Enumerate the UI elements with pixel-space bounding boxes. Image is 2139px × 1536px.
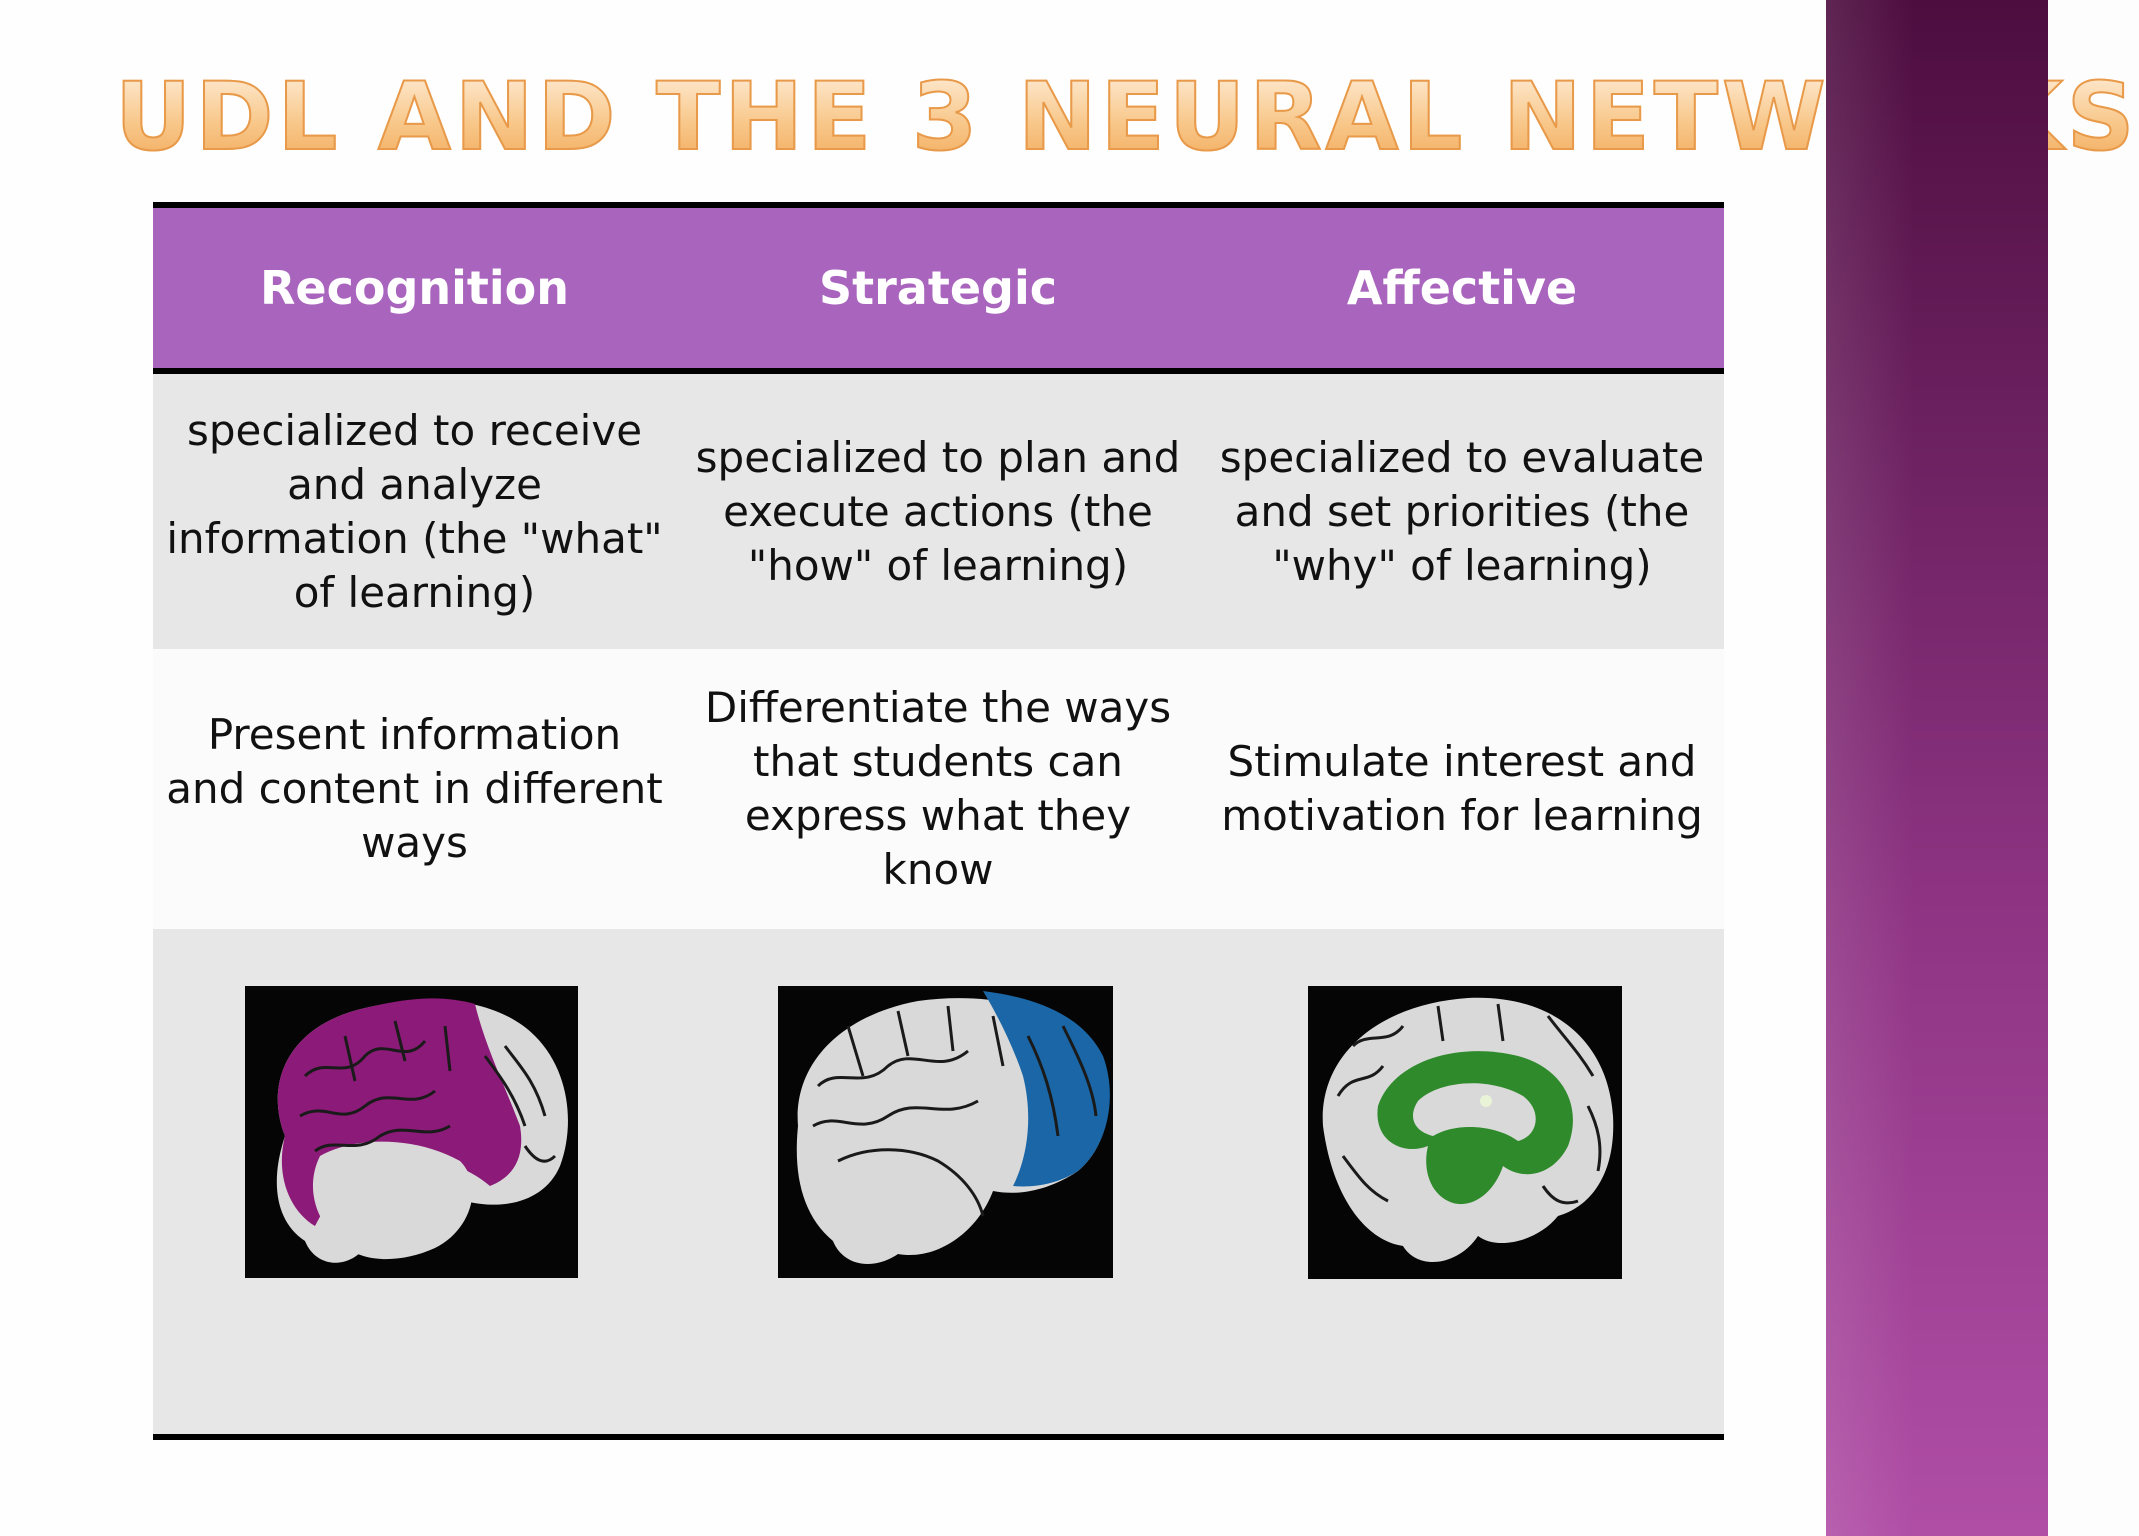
affective-description: specialized to evaluate and set prioriti…	[1200, 371, 1724, 649]
table-row: specialized to receive and analyze infor…	[153, 371, 1724, 649]
brain-strategic-icon	[777, 986, 1113, 1278]
table-row	[153, 929, 1724, 1437]
recognition-description: specialized to receive and analyze infor…	[153, 371, 676, 649]
affective-image-cell	[1200, 929, 1724, 1437]
header-recognition: Recognition	[153, 205, 676, 374]
brain-affective-icon	[1308, 986, 1622, 1279]
strategic-action: Differentiate the ways that students can…	[676, 649, 1200, 929]
table-row: Present information and content in diffe…	[153, 649, 1724, 929]
decorative-side-band	[1826, 0, 2048, 1536]
recognition-image-cell	[153, 929, 676, 1437]
strategic-description: specialized to plan and execute actions …	[676, 371, 1200, 649]
slide-title: UDL AND THE 3 NEURAL NETWORKS	[114, 58, 2139, 178]
brain-recognition-icon	[245, 986, 578, 1278]
slide: UDL AND THE 3 NEURAL NETWORKS Recognitio…	[114, 62, 2136, 1440]
neural-networks-table: Recognition Strategic Affective speciali…	[153, 202, 1724, 1440]
header-strategic: Strategic	[676, 205, 1200, 374]
header-affective: Affective	[1200, 205, 1724, 374]
strategic-image-cell	[676, 929, 1200, 1437]
recognition-action: Present information and content in diffe…	[153, 649, 676, 929]
affective-action: Stimulate interest and motivation for le…	[1200, 649, 1724, 929]
table-header-row: Recognition Strategic Affective	[153, 205, 1724, 374]
